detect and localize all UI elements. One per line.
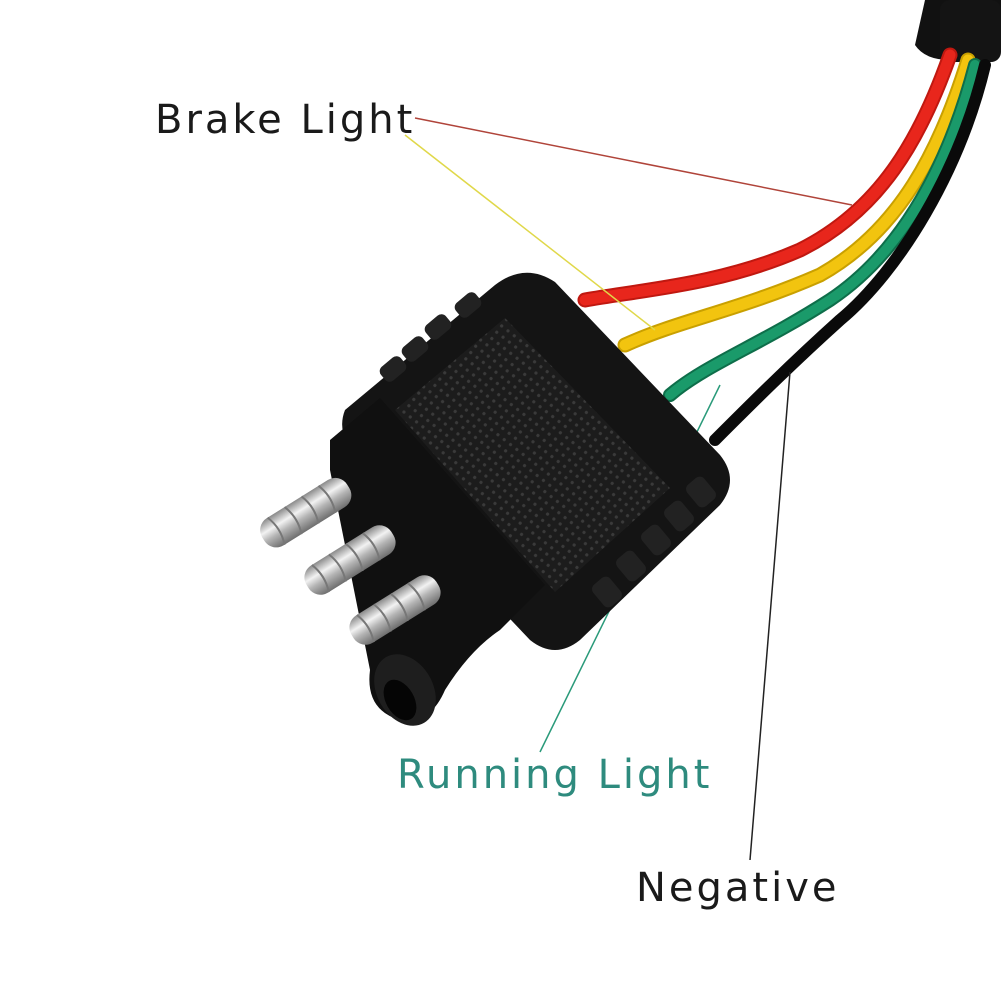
brake-light-label: Brake Light (155, 97, 416, 143)
black-wire (709, 59, 991, 446)
negative-leader (749, 371, 791, 861)
connector-housing-icon (330, 272, 730, 726)
running-light-label: Running Light (397, 752, 713, 798)
male-pins-icon (260, 477, 441, 645)
wires (577, 47, 991, 446)
negative-label: Negative (636, 865, 840, 911)
cable-sheath-icon (915, 0, 1001, 62)
brake-yellow-leader (404, 134, 656, 331)
brake-red-leader (414, 117, 853, 206)
